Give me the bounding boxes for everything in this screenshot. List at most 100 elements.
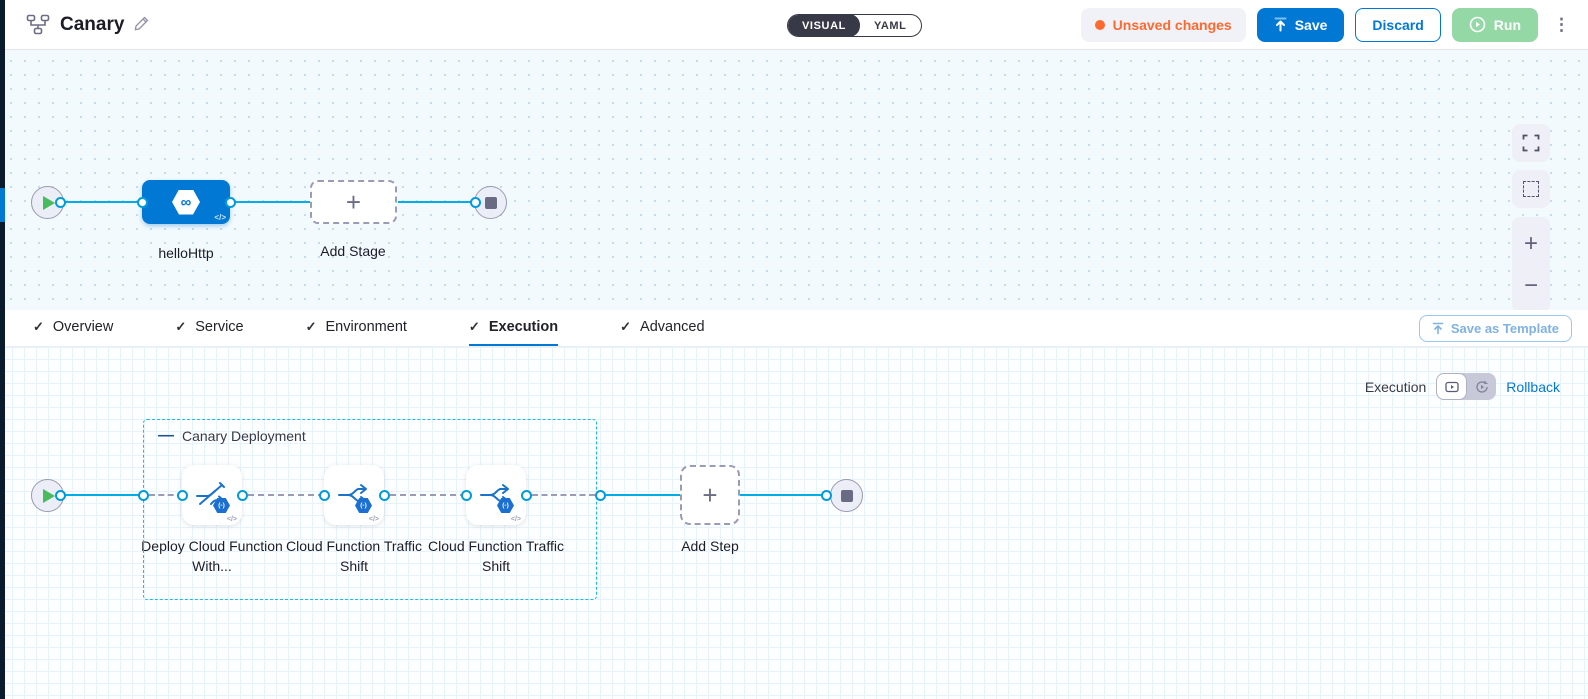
step-label[interactable]: Cloud Function Traffic Shift — [286, 538, 422, 575]
add-stage-label[interactable]: Add Stage — [320, 243, 386, 259]
tab-check-icon: ✓ — [33, 319, 44, 334]
stage-tabbar: ✓ Overview ✓ Service ✓ Environment ✓ Exe… — [5, 310, 1588, 347]
serverless-stage-icon: ∞ — [172, 189, 200, 215]
execution-canvas[interactable]: Execution Rollback — Canary Deployment — [0, 347, 1588, 699]
edge-step2-step3 — [390, 494, 466, 496]
step-node-deploy-cloud-function[interactable]: (-) </> — [182, 465, 242, 525]
edge-stage-addstage — [233, 201, 311, 203]
group-out-port[interactable] — [595, 490, 606, 501]
start-out-port[interactable] — [55, 197, 66, 208]
execution-end-node[interactable] — [830, 479, 863, 512]
execution-rollback-toggle — [1436, 373, 1497, 400]
stage-in-port[interactable] — [137, 197, 148, 208]
tab-check-icon: ✓ — [305, 319, 317, 334]
step-label[interactable]: Deploy Cloud Function With... — [141, 538, 283, 575]
step-code-icon: </> — [226, 516, 237, 523]
run-label: Run — [1493, 16, 1521, 33]
step-node-traffic-shift-1[interactable]: (-) </> — [324, 465, 384, 525]
step-label[interactable]: Cloud Function Traffic Shift — [428, 538, 564, 575]
unsaved-changes-badge: Unsaved changes — [1080, 7, 1246, 42]
rollback-view-toggle[interactable] — [1467, 373, 1496, 400]
multi-select-button[interactable] — [1512, 170, 1550, 208]
stage-out-port[interactable] — [225, 197, 236, 208]
exec-start-out-port[interactable] — [55, 490, 66, 501]
fullscreen-button[interactable] — [1512, 124, 1550, 162]
step-node-traffic-shift-2[interactable]: (-) </> — [466, 465, 526, 525]
left-nav-rail — [0, 0, 5, 699]
step-group-header[interactable]: — Canary Deployment — [158, 427, 306, 445]
cloud-functions-badge-icon: (-) — [497, 498, 514, 513]
deploy-no-traffic-icon — [196, 482, 225, 505]
group-in-port[interactable] — [138, 490, 149, 501]
step2-out-port[interactable] — [379, 490, 390, 501]
zoom-in-button[interactable]: + — [1523, 230, 1538, 257]
step1-out-port[interactable] — [237, 490, 248, 501]
rollback-link[interactable]: Rollback — [1506, 378, 1560, 395]
tab-check-icon: ✓ — [468, 319, 480, 334]
zoom-out-button[interactable]: − — [1523, 272, 1538, 299]
end-in-port[interactable] — [470, 197, 481, 208]
tab-overview[interactable]: ✓ Overview — [33, 310, 113, 346]
unsaved-dot-icon — [1094, 19, 1105, 30]
save-as-template-label: Save as Template — [1450, 321, 1559, 336]
start-play-icon — [43, 488, 55, 503]
add-step-button[interactable]: + — [680, 465, 740, 525]
step-group-canary-deployment[interactable]: — Canary Deployment — [143, 419, 597, 600]
execution-mode-label: Execution — [1364, 378, 1427, 395]
run-play-icon — [1469, 16, 1486, 33]
toggle-yaml[interactable]: YAML — [873, 19, 907, 32]
add-stage-button[interactable]: + — [310, 180, 397, 224]
edge-group-addstep — [606, 494, 680, 496]
discard-button[interactable]: Discard — [1355, 7, 1441, 42]
save-button[interactable]: Save — [1256, 7, 1345, 42]
edge-start-group — [63, 494, 145, 496]
end-stop-icon — [484, 196, 497, 209]
tab-check-icon: ✓ — [620, 319, 632, 334]
pipeline-title: Canary — [60, 13, 125, 35]
end-stop-icon — [840, 489, 853, 502]
run-button[interactable]: Run — [1451, 7, 1538, 42]
save-upload-icon — [1274, 17, 1287, 32]
tab-service[interactable]: ✓ Service — [175, 310, 243, 346]
collapse-group-icon[interactable]: — — [158, 427, 174, 444]
step-code-icon: </> — [368, 516, 379, 523]
stage-label[interactable]: helloHttp — [158, 245, 214, 261]
cloud-functions-badge-icon: (-) — [213, 498, 230, 513]
tab-label: Execution — [488, 319, 559, 335]
fullscreen-icon — [1522, 134, 1540, 152]
stage-canvas[interactable]: ∞ </> + helloHttp Add Stage + − — [0, 50, 1588, 313]
visual-yaml-toggle: VISUAL YAML — [787, 14, 922, 37]
step3-out-port[interactable] — [521, 490, 532, 501]
toggle-visual[interactable]: VISUAL — [788, 15, 860, 36]
discard-label: Discard — [1372, 16, 1424, 33]
marquee-select-icon — [1523, 181, 1539, 197]
save-as-template-button[interactable]: Save as Template — [1418, 315, 1572, 342]
tab-advanced[interactable]: ✓ Advanced — [620, 310, 704, 346]
execution-view-toggle[interactable] — [1436, 373, 1468, 400]
edit-title-icon[interactable] — [134, 15, 150, 35]
tab-label: Environment — [325, 319, 407, 335]
step-group-title: Canary Deployment — [182, 428, 306, 444]
pipeline-icon — [26, 14, 50, 36]
more-options-icon[interactable]: ⋮ — [1553, 15, 1570, 34]
tab-label: Overview — [52, 319, 114, 335]
add-step-plus-icon: + — [702, 479, 718, 510]
step3-in-port[interactable] — [461, 490, 472, 501]
start-play-icon — [43, 195, 55, 210]
tab-environment[interactable]: ✓ Environment — [306, 310, 407, 346]
edge-group-step1 — [149, 494, 183, 496]
add-step-label[interactable]: Add Step — [681, 538, 739, 554]
exec-end-in-port[interactable] — [821, 490, 832, 501]
edge-addstage-end — [398, 201, 474, 203]
unsaved-changes-label: Unsaved changes — [1112, 16, 1232, 33]
edge-start-stage — [63, 201, 143, 203]
tab-execution[interactable]: ✓ Execution — [468, 310, 559, 346]
tab-check-icon: ✓ — [175, 319, 187, 334]
step2-in-port[interactable] — [319, 490, 330, 501]
infinity-glyph: ∞ — [180, 193, 192, 211]
step1-in-port[interactable] — [177, 490, 188, 501]
zoom-controls: + − — [1512, 217, 1550, 313]
step-code-icon: </> — [510, 516, 521, 523]
stage-node-hellohttp[interactable]: ∞ </> — [142, 180, 230, 224]
edge-step1-step2 — [248, 494, 324, 496]
